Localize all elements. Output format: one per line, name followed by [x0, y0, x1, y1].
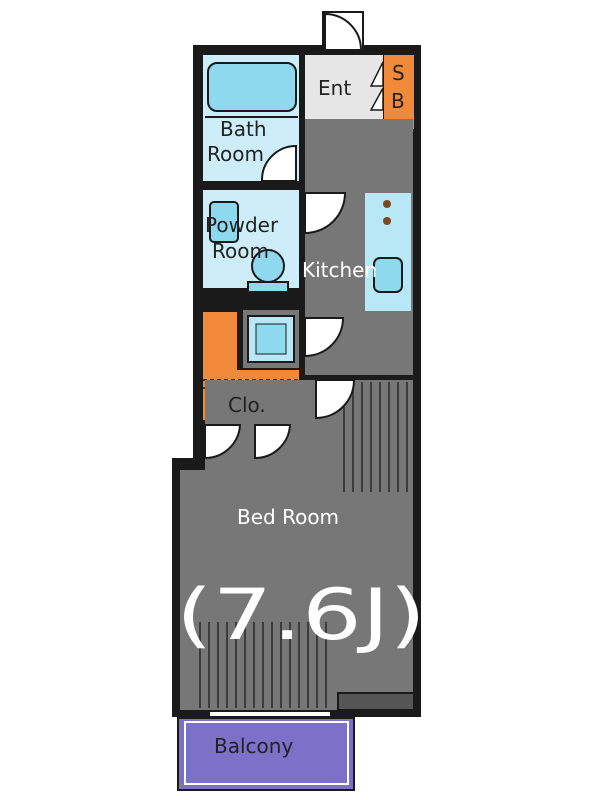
sink-icon — [373, 257, 403, 293]
bathtub-icon — [207, 62, 297, 112]
toilet-tank-icon — [247, 281, 289, 293]
door-icon — [315, 379, 356, 420]
floor-hatch — [340, 382, 412, 492]
washbasin-icon — [209, 201, 239, 243]
door-icon — [304, 192, 347, 235]
powder-room-label-line2: Room — [212, 239, 269, 263]
bed-room-sill — [337, 692, 415, 711]
bath-room-label-line1: Bath — [220, 117, 267, 141]
floor-hatch — [198, 622, 332, 708]
door-icon — [322, 11, 364, 53]
shoe-box-label-top: S — [392, 61, 405, 85]
kitchen-label: Kitchen — [302, 258, 377, 282]
burner-icon — [383, 200, 391, 208]
washer-drum-icon — [255, 323, 287, 355]
door-icon — [204, 424, 292, 460]
shoe-box-label-bottom: B — [391, 89, 405, 113]
entrance-label: Ent — [318, 76, 351, 100]
stove-icon — [365, 193, 411, 233]
balcony-label: Balcony — [214, 734, 293, 758]
storage-cupboard — [203, 312, 237, 370]
bed-room-label: Bed Room — [237, 505, 339, 529]
door-icon — [304, 317, 345, 358]
balcony — [177, 717, 355, 791]
bath-room-label-line2: Room — [207, 142, 264, 166]
closet-label: Clo. — [228, 393, 266, 417]
powder-room-label-line1: Powder — [205, 213, 279, 237]
door-icon — [369, 61, 384, 111]
balcony-rail — [184, 721, 349, 785]
entrance — [305, 55, 383, 119]
bed-room-size: (7.6J) — [176, 574, 426, 656]
door-icon — [260, 144, 297, 182]
shoe-box — [384, 55, 414, 129]
burner-icon — [383, 217, 391, 225]
